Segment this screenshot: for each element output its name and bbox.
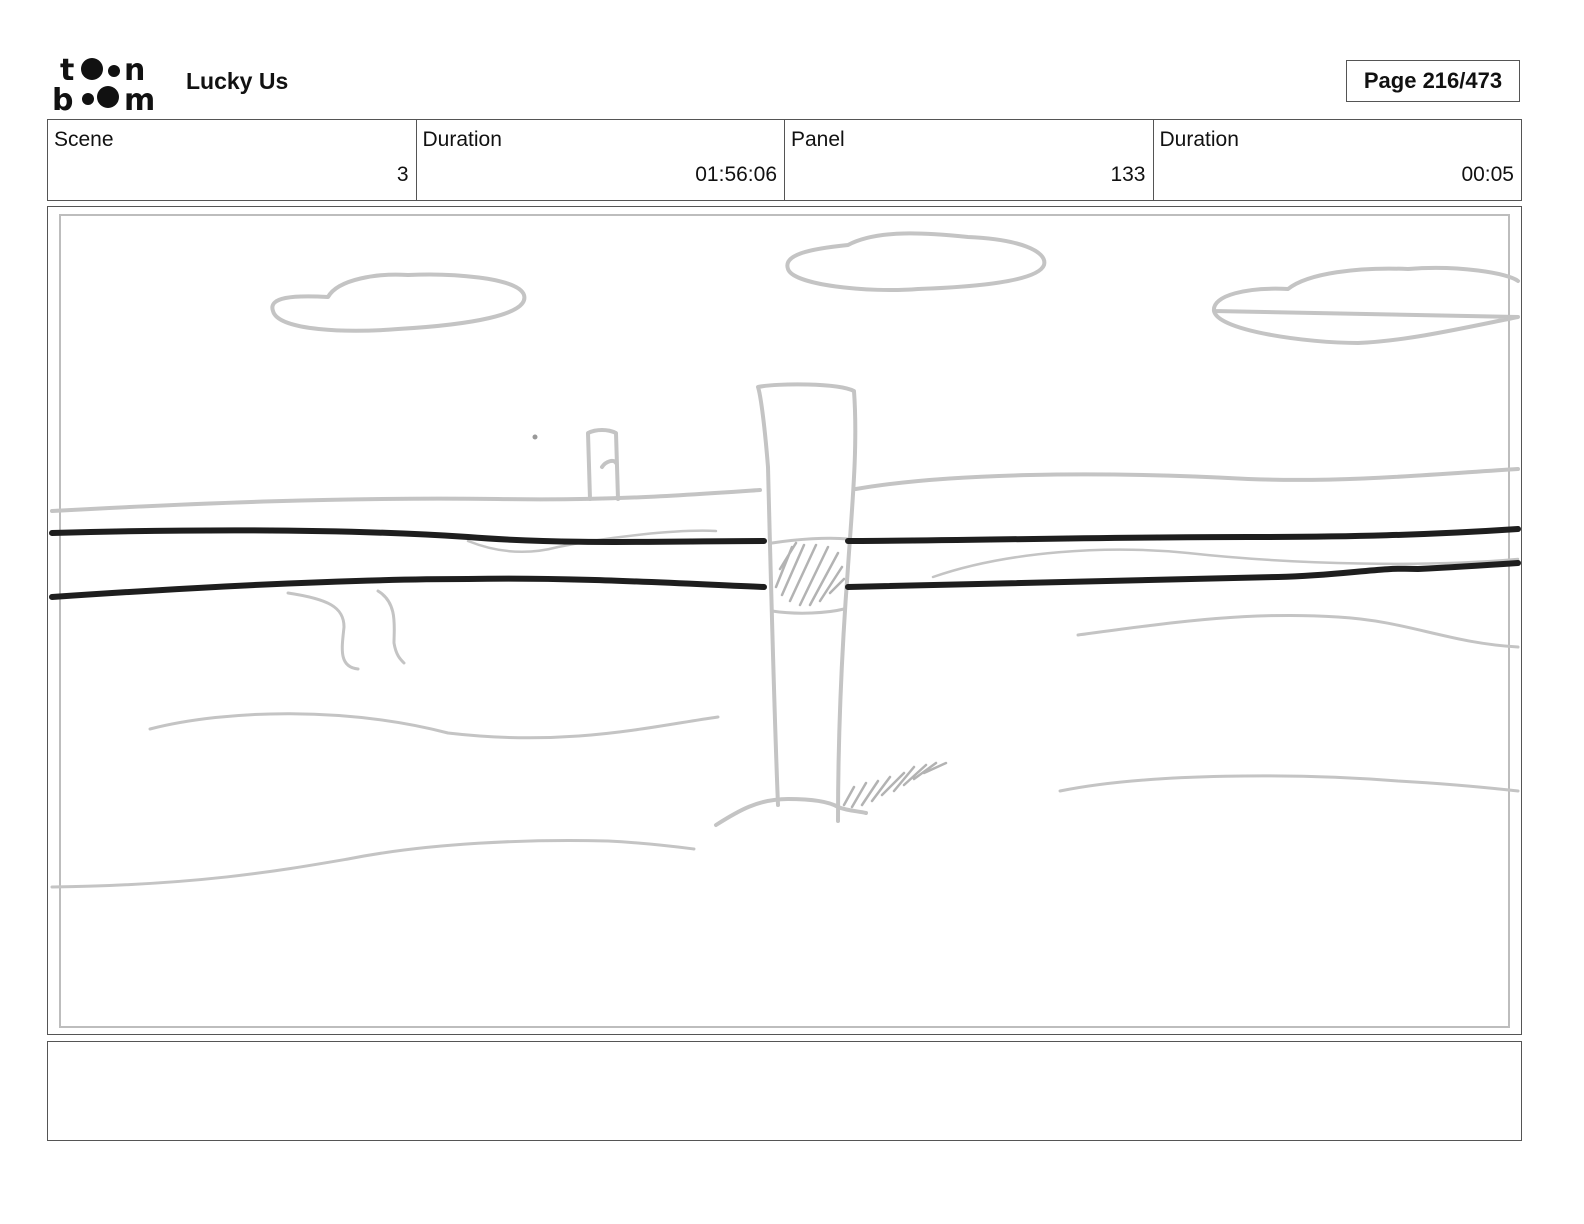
storyboard-panel-frame [47, 206, 1522, 1035]
panel-info-table: Scene 3 Duration 01:56:06 Panel 133 Dura… [47, 119, 1522, 201]
panel-duration-label: Duration [1159, 128, 1239, 151]
page-counter: Page 216/473 [1346, 60, 1520, 102]
fence-post [756, 382, 858, 823]
cloud-center [785, 231, 1047, 293]
grass-tuft [842, 761, 948, 809]
terrain-bottom [50, 839, 696, 889]
scene-duration-label: Duration [422, 128, 502, 151]
svg-text:t: t [60, 53, 74, 88]
speck [532, 434, 538, 440]
project-title: Lucky Us [186, 68, 289, 94]
scene-value: 3 [396, 163, 409, 186]
terrain-right-upper [1076, 613, 1520, 649]
svg-text:b: b [52, 83, 73, 112]
wire-lower-right [845, 560, 1521, 590]
ridge-left [466, 529, 718, 554]
distant-post [586, 428, 620, 501]
toon-boom-logo: t n b m [52, 53, 155, 112]
post-shading [774, 541, 846, 607]
svg-text:m: m [124, 83, 155, 112]
cloud-right [1212, 265, 1520, 345]
ridge-right [931, 548, 1520, 579]
scene-cell: Scene 3 [48, 120, 417, 200]
storyboard-panel-border [59, 214, 1510, 1028]
scene-duration-value: 01:56:06 [695, 163, 777, 186]
horizon-right [854, 467, 1520, 491]
scene-duration-cell: Duration 01:56:06 [417, 120, 785, 200]
creek-left [286, 589, 406, 671]
panel-notes-box [47, 1041, 1522, 1141]
cloud-left [270, 272, 527, 333]
panel-value: 133 [1110, 163, 1146, 186]
wire-upper-right [845, 526, 1521, 544]
terrain-left-middle [148, 712, 720, 740]
svg-text:n: n [124, 53, 145, 88]
terrain-right-lower [1058, 774, 1520, 793]
panel-cell: Panel 133 [785, 120, 1154, 200]
panel-duration-value: 00:05 [1461, 163, 1514, 186]
horizon-left [50, 488, 762, 513]
scene-label: Scene [54, 128, 114, 151]
panel-label: Panel [791, 128, 845, 151]
storyboard-sketch [49, 231, 1521, 889]
wire-lower-left [49, 575, 767, 600]
post-band [770, 536, 850, 615]
panel-duration-cell: Duration 00:05 [1154, 120, 1522, 200]
wire-upper-left [49, 527, 767, 545]
post-ground-mound [714, 797, 868, 827]
